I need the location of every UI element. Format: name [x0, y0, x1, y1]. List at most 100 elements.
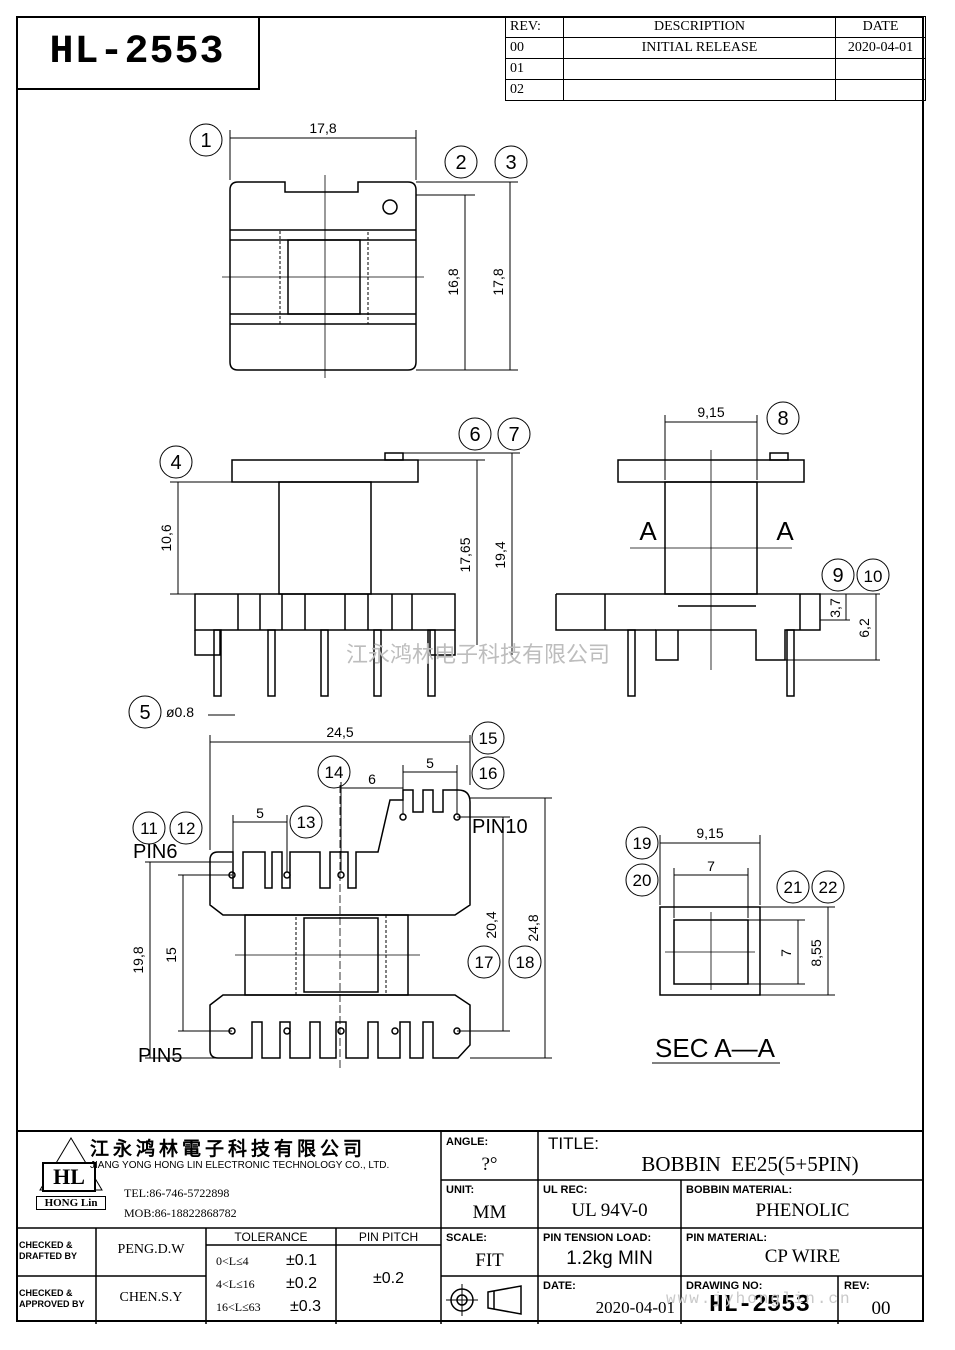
part-number-title: HL-2553	[16, 16, 260, 90]
date-value: 2020-04-01	[595, 1298, 675, 1317]
date-header: DATE	[835, 16, 926, 38]
dim-end-h2: 6,2	[856, 618, 872, 638]
date-label: DATE:	[543, 1280, 576, 1292]
callout-7: 7	[508, 424, 519, 446]
callout-9: 9	[832, 565, 843, 587]
callout-15: 15	[479, 729, 498, 748]
unit-value: MM	[472, 1202, 507, 1223]
section-mark-left: A	[639, 516, 657, 546]
dim-bot-pitch-c: 5	[426, 755, 434, 771]
callout-19: 19	[633, 834, 652, 853]
callout-8: 8	[777, 408, 788, 430]
title-value: BOBBIN EE25(5+5PIN)	[641, 1152, 859, 1176]
ul-label: UL REC:	[543, 1184, 588, 1196]
section-mark-right: A	[776, 516, 794, 546]
rev-label: REV:	[844, 1280, 870, 1292]
callout-16: 16	[479, 764, 498, 783]
callout-17: 17	[475, 953, 494, 972]
callout-12: 12	[177, 819, 196, 838]
tension-label: PIN TENSION LOAD:	[543, 1232, 652, 1244]
dim-side-h1: 10,6	[158, 524, 174, 551]
company-mob: MOB:86-18822868782	[124, 1206, 237, 1220]
callout-14: 14	[325, 763, 344, 782]
top-view	[222, 175, 424, 378]
title-block-grid	[16, 1132, 924, 1324]
ul-value: UL 94V-0	[571, 1200, 648, 1221]
scale-value: FIT	[475, 1250, 504, 1271]
dim-bot-h2: 15	[163, 947, 179, 963]
pin5-label: PIN5	[138, 1045, 182, 1067]
dim-bot-pitch-b: 6	[368, 771, 376, 787]
callout-11: 11	[140, 819, 158, 838]
drawing-no-label: DRAWING NO:	[686, 1280, 763, 1292]
drawing-no-value: HL-2553	[709, 1292, 810, 1319]
callout-18: 18	[516, 953, 535, 972]
checked-drafted-label: CHECKED & DRAFTED BY	[19, 1240, 77, 1261]
dim-bot-pitch-a: 5	[256, 805, 264, 821]
dim-bot-width: 24,5	[326, 724, 353, 740]
title-label: TITLE:	[548, 1134, 600, 1153]
description-header: DESCRIPTION	[563, 16, 836, 38]
callout-22: 22	[819, 878, 838, 897]
pin-material-value: CP WIRE	[764, 1246, 841, 1267]
dim-top-h1: 16,8	[445, 268, 461, 295]
dim-end-h1: 3,7	[827, 598, 843, 618]
dim-side-h3: 19,4	[492, 541, 508, 568]
pin10-label: PIN10	[472, 816, 528, 838]
date-cell	[835, 79, 926, 101]
callout-2: 2	[455, 152, 466, 174]
dim-pin-dia: ø0.8	[166, 704, 194, 720]
dim-end-width: 9,15	[697, 404, 724, 420]
date-cell: 2020-04-01	[835, 37, 926, 59]
company-logo: HL	[42, 1162, 96, 1192]
watermark-cn: 江永鸿林电子科技有限公司	[346, 642, 610, 667]
tolerance-range-2: 4<L≤16	[216, 1277, 255, 1291]
pin-material-label: PIN MATERIAL:	[686, 1232, 768, 1244]
callout-5: 5	[139, 702, 150, 724]
callout-3: 3	[505, 152, 516, 174]
dim-sec-h-inner: 7	[778, 949, 794, 957]
angle-label: ANGLE:	[446, 1136, 489, 1148]
callout-6: 6	[469, 424, 480, 446]
end-view	[555, 450, 821, 697]
dim-sec-inner: 7	[707, 858, 715, 874]
callout-21: 21	[784, 878, 803, 897]
scale-label: SCALE:	[446, 1232, 487, 1244]
callout-10: 10	[864, 567, 883, 586]
checked-approved-value: CHEN.S.Y	[119, 1290, 183, 1305]
dim-top-h2: 17,8	[490, 268, 506, 295]
rev-cell: 00	[505, 37, 564, 59]
section-view	[659, 906, 761, 996]
angle-value: ?°	[481, 1154, 498, 1175]
dim-bot-h1: 19,8	[130, 946, 146, 973]
pin-pitch-value: ±0.2	[372, 1270, 405, 1287]
unit-label: UNIT:	[446, 1184, 475, 1196]
drawing-frame	[16, 16, 924, 1322]
pin6-label: PIN6	[133, 841, 177, 863]
material-value: PHENOLIC	[755, 1200, 850, 1221]
checked-approved-label: CHECKED & APPROVED BY	[19, 1288, 85, 1309]
tolerance-value-1: ±0.1	[286, 1252, 318, 1269]
revision-table: REV: DESCRIPTION DATE 00 INITIAL RELEASE…	[505, 16, 926, 101]
tolerance-value-3: ±0.3	[290, 1298, 322, 1315]
section-title: SEC A—A	[655, 1033, 776, 1063]
pin-pitch-label: PIN PITCH	[358, 1230, 419, 1244]
side-view	[194, 452, 456, 697]
tolerance-label: TOLERANCE	[234, 1230, 308, 1244]
callout-4: 4	[170, 452, 181, 474]
technical-drawing: 17,8 16,8 17,8 10,6 17,65 19,4 9,15 3,7 …	[128, 120, 890, 1070]
dim-side-h2: 17,65	[457, 537, 473, 572]
dim-sec-h-outer: 8,55	[808, 939, 824, 966]
callout-1: 1	[200, 130, 211, 152]
material-label: BOBBIN MATERIAL:	[686, 1184, 793, 1196]
tension-value: 1.2kg MIN	[566, 1248, 653, 1269]
dim-bot-h3: 20,4	[483, 911, 499, 938]
title-block: HL HONG Lin 江永鸿林電子科技有限公司 JIANG YONG HONG…	[16, 1130, 924, 1324]
tolerance-range-1: 0<L≤4	[216, 1254, 249, 1268]
company-logo-sub: HONG Lin	[36, 1196, 106, 1210]
tolerance-value-2: ±0.2	[286, 1275, 318, 1292]
dim-bot-h4: 24,8	[525, 914, 541, 941]
dim-sec-outer: 9,15	[696, 825, 723, 841]
rev-value: 00	[871, 1298, 891, 1319]
tolerance-range-3: 16<L≤63	[216, 1300, 261, 1314]
